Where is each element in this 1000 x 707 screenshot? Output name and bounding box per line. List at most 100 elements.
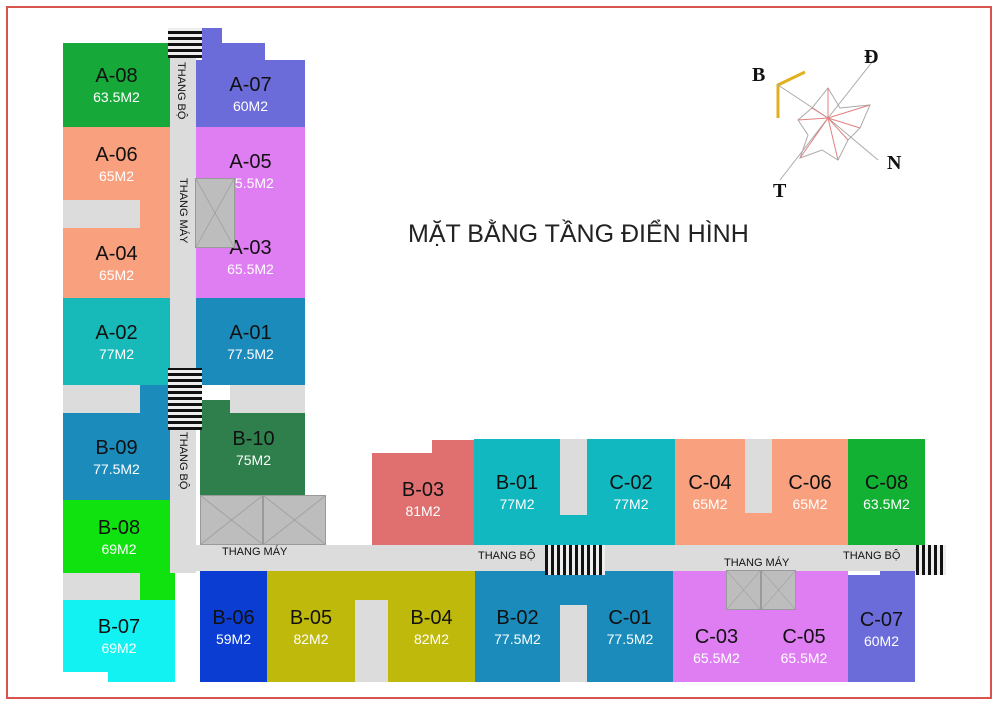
unit-c-04[interactable]: C-04 65M2 [675,439,745,545]
unit-name: B-08 [97,516,141,539]
compass-label-d: Đ [864,46,879,68]
unit-c-05[interactable]: C-05 65.5M2 [760,610,848,682]
unit-name: C-08 [864,472,909,494]
unit-name: B-02 [496,606,539,629]
light-well [63,385,140,413]
unit-name: B-10 [232,427,275,450]
unit-name: A-01 [229,321,272,344]
unit-c-05-shape [796,571,848,610]
stairs [168,28,202,58]
unit-b-08-shape [140,573,175,600]
unit-b-07[interactable]: B-07 69M2 [63,600,175,672]
stairs-label: THANG BỘ [843,550,901,562]
unit-area: 77.5M2 [606,630,654,647]
light-well [745,439,772,513]
unit-name: A-03 [229,236,272,259]
unit-area: 59M2 [215,630,252,647]
unit-b-01[interactable]: B-01 77M2 [474,439,560,545]
unit-b-07-shape [108,672,175,682]
stairs-label: THANG BỘ [177,432,189,490]
frame-border [6,6,992,699]
unit-area: 77.5M2 [227,345,274,362]
vertical-corridor [170,28,196,573]
unit-area: 65M2 [98,267,135,283]
unit-area: 65.5M2 [227,260,274,277]
unit-area: 65M2 [692,496,728,512]
unit-name: B-06 [212,606,255,629]
unit-area: 81M2 [405,503,441,519]
stairs-label: THANG BỘ [478,550,536,562]
unit-c-03-shape [673,571,726,610]
unit-a-07-shape [222,43,265,60]
unit-name: B-01 [495,472,539,494]
compass-label-b: B [752,64,766,86]
compass-rose-icon [776,60,879,181]
unit-name: A-05 [229,151,272,173]
unit-name: A-08 [95,65,138,87]
light-well [560,439,587,515]
unit-area: 63.5M2 [93,89,140,105]
unit-name: B-09 [95,436,138,459]
unit-area: 69M2 [101,540,137,557]
unit-name: C-05 [782,626,826,648]
unit-name: C-07 [859,608,904,631]
unit-b-05-shape [355,571,388,600]
light-well [230,385,305,413]
unit-a-04[interactable]: A-04 65M2 [63,228,170,298]
compass-label-t: T [773,180,787,202]
unit-area: 65.5M2 [227,175,274,191]
unit-area: 60M2 [863,632,900,649]
unit-area: 65M2 [792,496,828,512]
page-title: MẶT BẰNG TẦNG ĐIỂN HÌNH [408,220,749,248]
unit-area: 60M2 [232,97,269,114]
stairs-label: THANG BỘ [175,62,187,120]
unit-area: 82M2 [293,630,329,647]
unit-name: B-07 [97,616,141,638]
compass-label-n: N [887,152,902,174]
unit-name: A-04 [95,243,138,265]
unit-area: 77M2 [499,496,535,512]
unit-a-06-shape [140,200,170,228]
elevator-label: THANG MÁY [222,546,288,558]
stairs [545,545,605,575]
unit-area: 65M2 [98,167,135,184]
elevator [726,570,761,610]
light-well [63,573,140,600]
unit-name: A-06 [95,143,138,166]
unit-name: B-04 [410,606,453,629]
elevator [263,495,326,545]
unit-name: A-02 [95,321,138,344]
unit-name: B-05 [289,606,333,629]
elevator-label: THANG MÁY [177,178,189,244]
unit-a-08[interactable]: A-08 63.5M2 [63,43,170,127]
unit-area: 65.5M2 [780,650,828,666]
unit-area: 69M2 [101,640,137,656]
unit-b-01-shape [560,515,587,545]
light-well [560,605,587,682]
elevator [195,178,235,248]
unit-name: C-04 [688,472,732,494]
unit-area: 82M2 [413,630,450,647]
unit-a-07-shape [202,28,222,60]
stairs [168,368,202,430]
unit-c-04-shape [745,513,772,545]
